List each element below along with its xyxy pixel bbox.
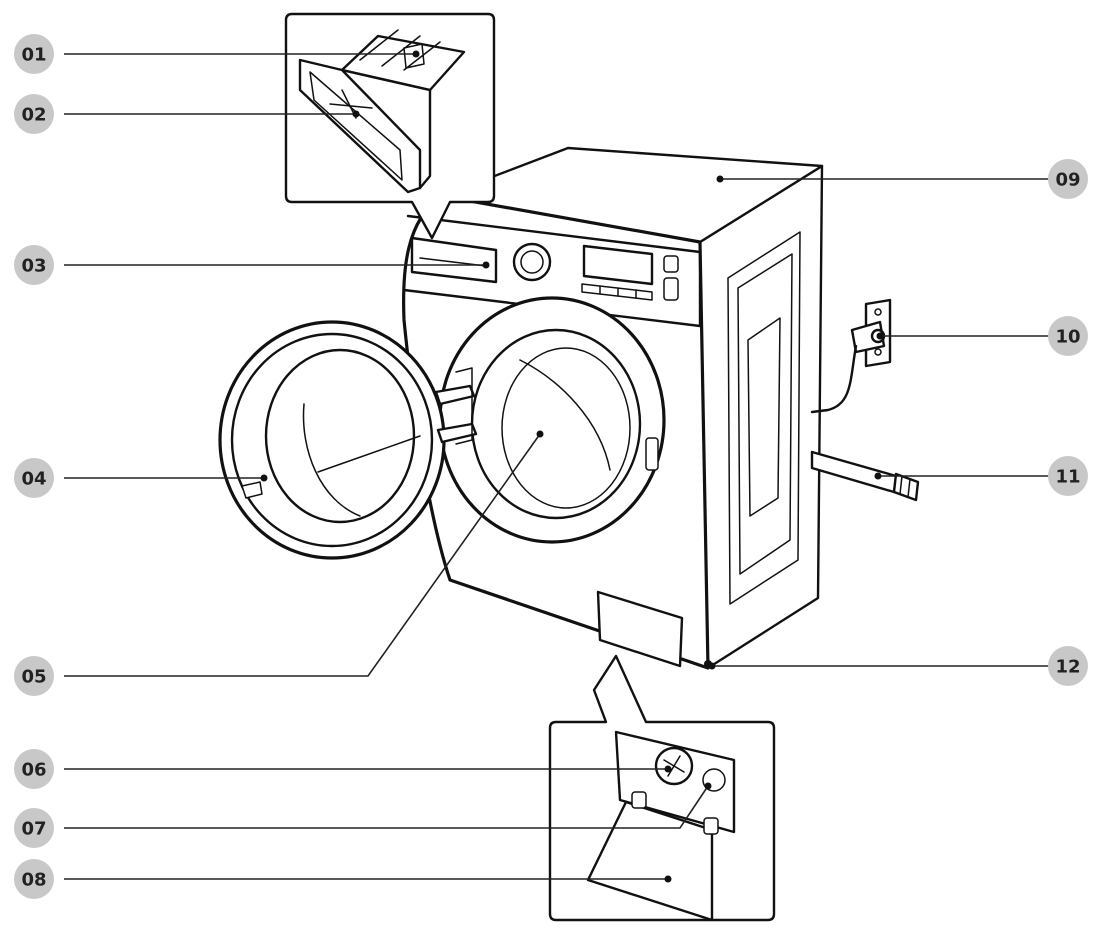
callout-08-label: 08 xyxy=(21,870,46,891)
control-button xyxy=(663,255,679,273)
door-lock xyxy=(645,437,659,471)
detergent-drawer-inset xyxy=(284,12,496,240)
callout-08: 08 xyxy=(14,859,54,899)
callout-02: 02 xyxy=(14,94,54,134)
filter-cover xyxy=(596,590,684,668)
leader-05 xyxy=(64,433,541,677)
callout-06: 06 xyxy=(14,749,54,789)
machine-side-recess xyxy=(727,231,801,605)
callout-05: 05 xyxy=(14,656,54,696)
door-glass xyxy=(264,348,416,524)
power-cord xyxy=(810,344,858,414)
callout-02-label: 02 xyxy=(21,105,46,126)
leader-07 xyxy=(64,785,709,829)
callout-05-label: 05 xyxy=(21,667,46,688)
callout-07: 07 xyxy=(14,808,54,848)
callout-03-label: 03 xyxy=(21,256,46,277)
callout-06-label: 06 xyxy=(21,760,46,781)
display-screen xyxy=(582,244,654,286)
emergency-drain-tube xyxy=(702,768,726,792)
program-dial xyxy=(512,242,552,282)
callout-12-label: 12 xyxy=(1055,657,1080,678)
washing-machine xyxy=(402,146,824,670)
callout-09: 09 xyxy=(1048,159,1088,199)
callout-04: 04 xyxy=(14,458,54,498)
callout-10-label: 10 xyxy=(1055,327,1080,348)
callout-11: 11 xyxy=(1048,456,1088,496)
machine-side-panel xyxy=(698,164,824,670)
drain-hose xyxy=(810,450,920,502)
power-button xyxy=(663,277,679,301)
callout-12: 12 xyxy=(1048,646,1088,686)
door-hinge xyxy=(434,384,476,406)
door xyxy=(218,320,478,560)
callout-07-label: 07 xyxy=(21,819,46,840)
leader-lines xyxy=(64,50,1050,883)
drain-filter-inset xyxy=(548,654,776,922)
callout-01-label: 01 xyxy=(21,45,46,66)
callout-09-label: 09 xyxy=(1055,170,1080,191)
detergent-drawer-front xyxy=(410,236,498,284)
callout-10: 10 xyxy=(1048,316,1088,356)
drum xyxy=(501,347,631,509)
callout-01: 01 xyxy=(14,34,54,74)
callout-04-label: 04 xyxy=(21,469,46,490)
callout-badges: 01 02 03 04 05 06 07 08 xyxy=(14,34,1088,899)
callout-03: 03 xyxy=(14,245,54,285)
door-handle xyxy=(241,481,263,499)
power-plug xyxy=(810,298,892,414)
callout-11-label: 11 xyxy=(1055,467,1080,488)
